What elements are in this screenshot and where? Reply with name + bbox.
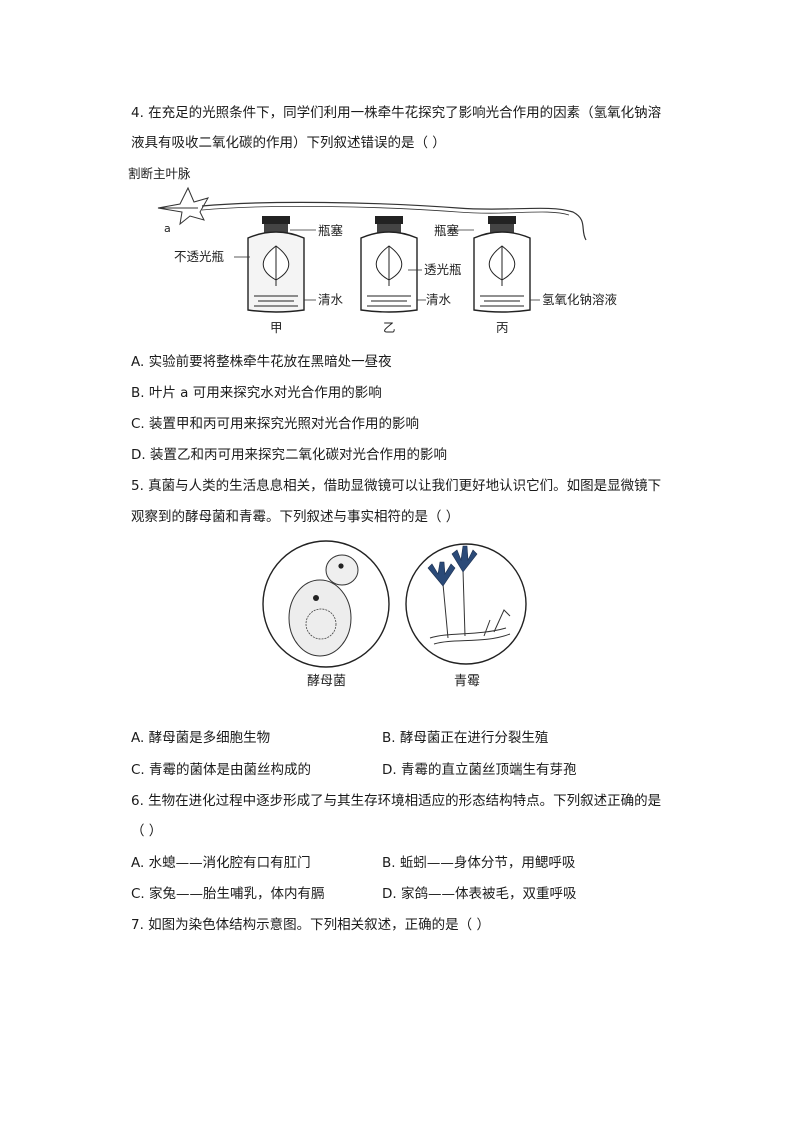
label-bing: 丙 [496,320,509,335]
label-clear-bottle: 透光瓶 [424,262,462,277]
q5-option-c[interactable]: C. 青霉的菌体是由菌丝构成的 [131,762,312,778]
label-water-2: 清水 [426,292,452,307]
jar-yi [360,216,418,313]
label-leaf-a: a [164,222,171,235]
leaf-a-icon [157,186,210,226]
q4-option-b[interactable]: B. 叶片 a 可用来探究水对光合作用的影响 [131,385,382,401]
label-yeast: 酵母菌 [307,674,346,689]
plant-stem [201,201,587,241]
q5-option-d[interactable]: D. 青霉的直立菌丝顶端生有芽孢 [382,762,577,778]
q4-stem-line2: 液具有吸收二氧化碳的作用）下列叙述错误的是（ ） [131,135,446,151]
label-yi: 乙 [383,320,396,335]
leaf-icon [375,245,403,286]
q4-experiment-figure: 割断主叶脉 a 不透光瓶 瓶塞 [128,166,618,335]
jar-jia [247,216,305,313]
jar-bing [473,216,531,313]
q6-option-c[interactable]: C. 家兔——胎生哺乳，体内有膈 [131,886,325,902]
label-stopper-1: 瓶塞 [318,223,344,238]
q5-stem-line1: 5. 真菌与人类的生活息息相关，借助显微镜可以让我们更好地认识它们。如图是显微镜… [131,478,662,494]
q6-option-a[interactable]: A. 水螅——消化腔有口有肛门 [131,855,311,871]
q5-stem-line2: 观察到的酵母菌和青霉。下列叙述与事实相符的是（ ） [131,509,460,525]
label-stopper-2: 瓶塞 [434,223,460,238]
q4-option-d[interactable]: D. 装置乙和丙可用来探究二氧化碳对光合作用的影响 [131,447,447,463]
label-cut-vein: 割断主叶脉 [128,166,191,181]
q4-stem-line1: 4. 在充足的光照条件下，同学们利用一株牵牛花探究了影响光合作用的因素（氢氧化钠… [131,105,662,121]
leaf-icon [488,245,516,286]
q5-microscope-figure: 酵母菌 青霉 [262,540,527,689]
label-naoh: 氢氧化钠溶液 [542,292,618,307]
label-water-1: 清水 [318,292,344,307]
q6-option-d[interactable]: D. 家鸽——体表被毛，双重呼吸 [382,886,577,902]
q4-option-a[interactable]: A. 实验前要将整株牵牛花放在黑暗处一昼夜 [131,354,392,370]
q6-option-b[interactable]: B. 蚯蚓——身体分节，用鳃呼吸 [382,855,576,871]
q6-stem-line2: （ ） [131,823,163,839]
q5-option-a[interactable]: A. 酵母菌是多细胞生物 [131,730,271,746]
yeast-view [262,540,390,668]
q7-stem-line1: 7. 如图为染色体结构示意图。下列相关叙述，正确的是（ ） [131,917,490,933]
label-opaque-bottle: 不透光瓶 [174,249,224,264]
label-penicillium: 青霉 [454,674,480,689]
q4-option-c[interactable]: C. 装置甲和丙可用来探究光照对光合作用的影响 [131,416,420,432]
q6-stem-line1: 6. 生物在进化过程中逐步形成了与其生存环境相适应的形态结构特点。下列叙述正确的… [131,793,662,809]
label-jia: 甲 [270,320,283,335]
penicillium-view [405,543,527,665]
q5-option-b[interactable]: B. 酵母菌正在进行分裂生殖 [382,730,549,746]
leaf-icon [262,245,290,286]
